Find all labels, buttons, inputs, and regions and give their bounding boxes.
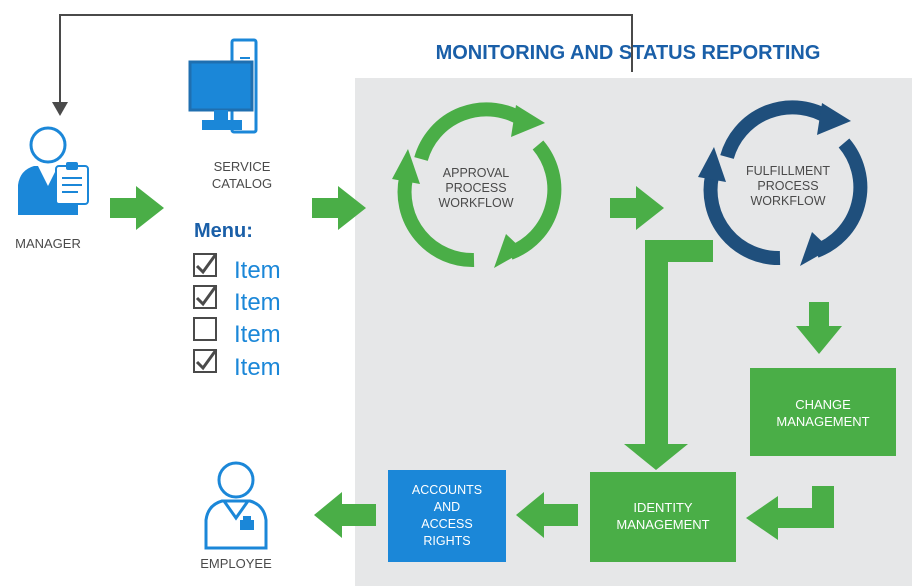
fulfillment-label-1: FULFILLMENT (746, 164, 830, 178)
change-management-label-2: MANAGEMENT (776, 414, 869, 429)
accounts-label-1: ACCOUNTS (412, 483, 482, 497)
approval-label-3: WORKFLOW (439, 196, 514, 210)
accounts-access-rights-box (388, 470, 506, 562)
manager-label: MANAGER (15, 236, 81, 251)
menu-item-label-3: Item (234, 321, 281, 348)
catalog-to-approval-arrow (312, 186, 366, 230)
change-to-identity-arrow (746, 486, 834, 540)
manager-to-catalog-arrow (110, 186, 164, 230)
menu-item-2: Item (193, 285, 281, 316)
accounts-label-2: AND (434, 500, 460, 514)
identity-management-box (590, 472, 736, 562)
identity-management-label-2: MANAGEMENT (616, 517, 709, 532)
accounts-label-3: ACCESS (421, 517, 472, 531)
menu-item-label-1: Item (234, 257, 281, 284)
change-management-box (750, 368, 896, 456)
approval-label-2: PROCESS (445, 181, 506, 195)
fulfillment-label-3: WORKFLOW (751, 194, 826, 208)
computer-icon (188, 38, 258, 134)
service-catalog-label-2: CATALOG (212, 176, 272, 191)
diagram-title: MONITORING AND STATUS REPORTING (436, 42, 821, 64)
fulfillment-to-change-arrow (796, 302, 842, 354)
menu-item-4: Item (193, 349, 281, 381)
menu-item-3: Item (193, 317, 281, 348)
menu-heading: Menu: (194, 220, 253, 242)
change-management-label-1: CHANGE (795, 397, 851, 412)
green-cycle-icon (392, 102, 562, 268)
manager-clipboard-icon (18, 126, 89, 215)
menu-item-1: Item (193, 253, 281, 284)
menu-item-label-4: Item (234, 354, 281, 381)
accounts-to-employee-arrow (314, 492, 376, 538)
employee-label: EMPLOYEE (200, 556, 272, 571)
identity-management-label-1: IDENTITY (633, 500, 693, 515)
accounts-label-4: RIGHTS (423, 534, 470, 548)
menu-item-label-2: Item (234, 289, 281, 316)
fulfillment-to-identity-arrow (624, 240, 713, 470)
feedback-loop-arrowhead (52, 102, 68, 116)
blue-cycle-icon (698, 100, 868, 266)
approval-to-fulfillment-arrow (610, 186, 664, 230)
fulfillment-label-2: PROCESS (757, 179, 818, 193)
employee-badge-icon (204, 461, 268, 550)
identity-to-accounts-arrow (516, 492, 578, 538)
approval-label-1: APPROVAL (443, 166, 510, 180)
service-catalog-label-1: SERVICE (214, 159, 271, 174)
feedback-loop-arrow (59, 14, 633, 108)
